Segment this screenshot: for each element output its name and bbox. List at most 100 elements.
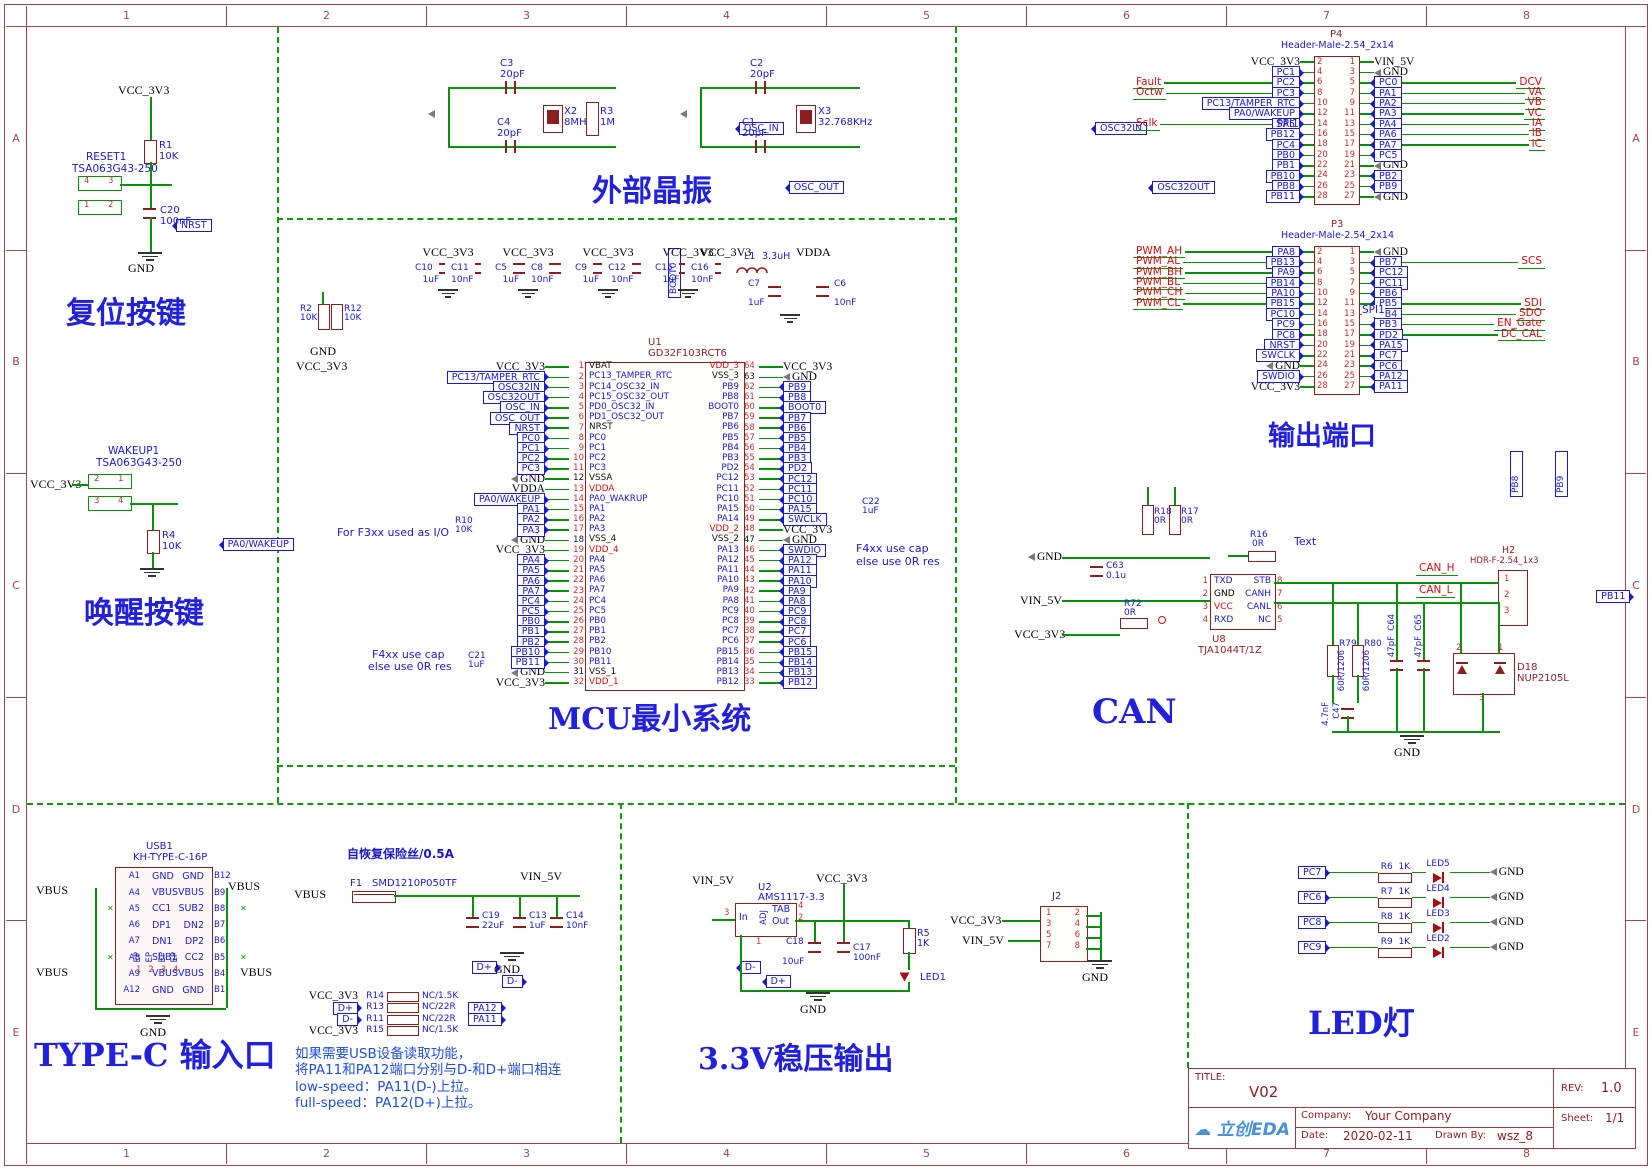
mcu-pin-net[interactable]: SWCLK [779, 513, 827, 527]
mcu-pin-net[interactable]: PA7 [517, 584, 549, 598]
capacitor-c19[interactable] [466, 917, 479, 928]
header-pin-net[interactable]: PA15 [1370, 338, 1408, 352]
fuse-f1[interactable] [352, 891, 396, 903]
mcu-pin-net[interactable]: VCC_3V3 [495, 360, 545, 373]
net-flag-dplus-left[interactable]: D+ [471, 961, 502, 974]
j2-connector-body[interactable] [1040, 906, 1088, 962]
crystal-x3[interactable] [796, 105, 816, 133]
capacitor-c14[interactable] [550, 917, 563, 928]
decoupling-cap-group[interactable]: VCC_3V3 C9 C12 1uF 10nF [575, 245, 641, 298]
header-pin-net[interactable]: PA11 [1370, 380, 1408, 394]
header-pin-net[interactable]: SWCLK [1256, 349, 1304, 363]
resistor-r72[interactable] [1120, 618, 1148, 629]
header-pin-net[interactable]: PC10 [1265, 307, 1305, 321]
led-resistor[interactable]: R8 1K [1378, 912, 1413, 933]
header-pin-net[interactable]: VIN_5V [1374, 55, 1415, 68]
net-flag-osc-in[interactable]: OSC_IN [734, 122, 784, 135]
net-flag-dminus-right[interactable]: D- [735, 961, 761, 974]
led-net-flag[interactable]: PC9 [1298, 941, 1331, 954]
header-pin-net[interactable]: PC5 [1369, 148, 1403, 162]
header-pin-net[interactable]: PA10 [1266, 287, 1304, 301]
header-pin-net[interactable]: PC8 [1271, 328, 1305, 342]
mcu-pin-net[interactable]: GND [783, 371, 817, 384]
header-pin-net[interactable]: PA3 [1370, 107, 1402, 121]
mcu-pin-net[interactable]: OSC32IN [492, 380, 550, 394]
led-net-flag[interactable]: PC6 [1298, 891, 1331, 904]
resistor-r17[interactable] [1169, 505, 1181, 535]
net-flag-pb9[interactable]: PB9 [1555, 451, 1568, 497]
capacitor-c2[interactable] [755, 81, 766, 94]
p3-header-body[interactable] [1314, 246, 1360, 395]
capacitor-c17[interactable] [837, 942, 850, 953]
h2-connector-body[interactable] [1498, 570, 1528, 626]
reset-switch-body[interactable] [78, 176, 122, 191]
resistor-r4[interactable] [147, 530, 160, 554]
led-diode[interactable]: LED5 [1426, 859, 1450, 886]
decoupling-cap-group[interactable]: VCC_3V3 C5 C8 1uF 10nF [495, 245, 561, 298]
mcu-pin-net[interactable]: PB8 [778, 391, 812, 405]
led-net-flag[interactable]: PC7 [1298, 866, 1331, 879]
capacitor-c3[interactable] [505, 81, 516, 94]
led-resistor[interactable]: R7 1K [1378, 887, 1413, 908]
wakeup-switch-body[interactable] [88, 474, 132, 489]
header-pin-net[interactable]: PB11 [1265, 190, 1305, 204]
resistor-r1[interactable] [144, 140, 157, 164]
crystal-x2[interactable] [543, 105, 563, 133]
capacitor-c13[interactable] [513, 917, 526, 928]
mcu-pin-net[interactable]: VCC_3V3 [783, 523, 833, 536]
decoupling-cap-group[interactable]: VCC_3V3 C10 C11 1uF 10nF [415, 245, 481, 298]
mcu-pin-net[interactable]: VCC_3V3 [495, 676, 545, 689]
mcu-pin-net[interactable]: PB2 [516, 635, 550, 649]
header-pin-net[interactable]: PB3 [1369, 318, 1403, 332]
capacitor-c1[interactable] [755, 140, 766, 153]
p4-header-body[interactable] [1314, 56, 1360, 205]
capacitor-c18[interactable] [808, 942, 821, 953]
mcu-pin-net[interactable]: PB10 [510, 645, 550, 659]
header-pin-net[interactable]: PC6 [1369, 359, 1403, 373]
mcu-pin-net[interactable]: VCC_3V3 [783, 360, 833, 373]
led-diode[interactable]: LED2 [1426, 934, 1450, 961]
header-pin-net[interactable]: VCC_3V3 [1250, 55, 1300, 68]
net-flag-osc32out[interactable]: OSC32OUT [1148, 181, 1215, 194]
mcu-pin-net[interactable]: PA10 [779, 574, 817, 588]
mcu-pin-net[interactable]: PB0 [516, 615, 550, 629]
net-flag-pb8[interactable]: PB8 [1509, 451, 1523, 497]
usb1-connector-body[interactable] [115, 867, 213, 1005]
capacitor-c20[interactable] [143, 208, 156, 219]
header-pin-net[interactable]: PC1 [1271, 66, 1305, 80]
capacitor-c4[interactable] [505, 140, 516, 153]
header-pin-net[interactable]: GND [1374, 159, 1408, 172]
led-diode[interactable]: LED3 [1426, 909, 1450, 936]
net-flag-osc-out[interactable]: OSC_OUT [784, 181, 844, 194]
header-pin-net[interactable]: PB9 [1369, 180, 1403, 193]
mcu-pin-net[interactable]: GND [511, 666, 545, 679]
pullup-left-net[interactable]: D- [337, 1013, 362, 1027]
net-flag-pa0-wakeup[interactable]: PA0/WAKEUP [218, 538, 294, 551]
mcu-pin-net[interactable]: VDDA [511, 483, 545, 496]
pullup-resistor-body[interactable] [387, 1026, 419, 1037]
capacitor-c7[interactable] [768, 286, 781, 297]
reset-switch-body[interactable] [78, 200, 122, 215]
header-pin-net[interactable]: SWDIO [1256, 370, 1305, 383]
mcu-pin-net[interactable]: PC3 [516, 462, 550, 476]
net-flag-dplus-right[interactable]: D+ [761, 975, 791, 988]
d18-diode-body[interactable] [1453, 653, 1515, 695]
resistor-r12[interactable] [331, 304, 343, 330]
mcu-pin-net[interactable]: GND [511, 534, 545, 547]
pullup-resistor-body[interactable] [387, 1003, 419, 1014]
header-pin-net[interactable]: GND [1266, 360, 1300, 373]
mcu-pin-net[interactable]: PA0/WAKEUP [473, 493, 550, 507]
header-pin-net[interactable]: VCC_3V3 [1250, 380, 1300, 393]
resistor-r5[interactable] [903, 928, 916, 954]
pullup-right-net[interactable]: PA11 [468, 1013, 506, 1027]
resistor-r3[interactable] [586, 102, 599, 136]
mcu-pin-net[interactable]: PC10 [778, 493, 818, 507]
pullup-left-net[interactable]: VCC_3V3 [308, 1024, 358, 1037]
decoupling-cap-group[interactable]: VCC_3V3 C15 C16 1uF 10nF [655, 245, 721, 298]
led-resistor[interactable]: R6 1K [1378, 862, 1413, 883]
header-pin-net[interactable]: PA1 [1370, 86, 1402, 100]
header-pin-net[interactable]: PB7 [1369, 256, 1403, 270]
net-flag-osc32in[interactable]: OSC32IN [1091, 122, 1148, 135]
capacitor-c6[interactable] [816, 286, 829, 297]
mcu-pin-net[interactable]: PB11 [510, 656, 550, 670]
